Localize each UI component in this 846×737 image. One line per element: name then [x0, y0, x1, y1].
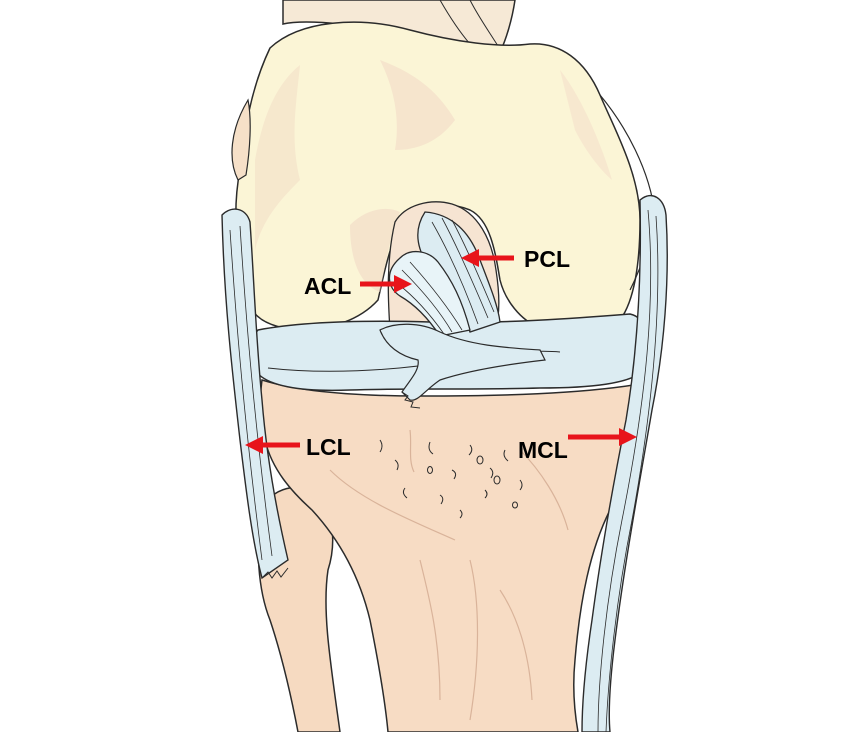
- lcl-frayed-end: [261, 567, 289, 579]
- lcl-ligament: [221, 208, 289, 580]
- acl-ligament: [388, 251, 471, 337]
- label-acl: ACL: [304, 273, 351, 299]
- label-mcl: MCL: [518, 437, 568, 463]
- tibia: [259, 379, 641, 733]
- mcl-fibers: [597, 209, 659, 733]
- mcl-ligament: [581, 195, 668, 733]
- arrow-mcl: [568, 428, 637, 446]
- arrow-lcl: [245, 436, 300, 454]
- femur-shading-notch-rim: [350, 208, 400, 292]
- tibia-dot-3: [427, 466, 433, 474]
- pcl-fibers: [431, 217, 495, 325]
- femur-shading-center: [380, 60, 455, 150]
- patella-outline: [231, 98, 251, 181]
- acl-lower-band: [379, 323, 546, 401]
- femur-shaft-detail: [439, 0, 499, 47]
- arrow-acl: [360, 275, 412, 293]
- tibia-speckles: [379, 439, 523, 519]
- arrow-pcl: [461, 249, 514, 267]
- tibia-ridge-lines: [329, 429, 569, 721]
- acl-frayed-end: [401, 391, 421, 409]
- label-pcl: PCL: [524, 246, 570, 272]
- tibia-dot-2: [493, 475, 501, 485]
- femur-shading-right: [560, 70, 612, 180]
- label-lcl: LCL: [306, 434, 351, 460]
- lcl-fibers: [229, 225, 273, 561]
- femur-shading-left: [255, 65, 300, 250]
- tibia-dot-4: [512, 501, 518, 509]
- tibia-dot-1: [476, 455, 484, 465]
